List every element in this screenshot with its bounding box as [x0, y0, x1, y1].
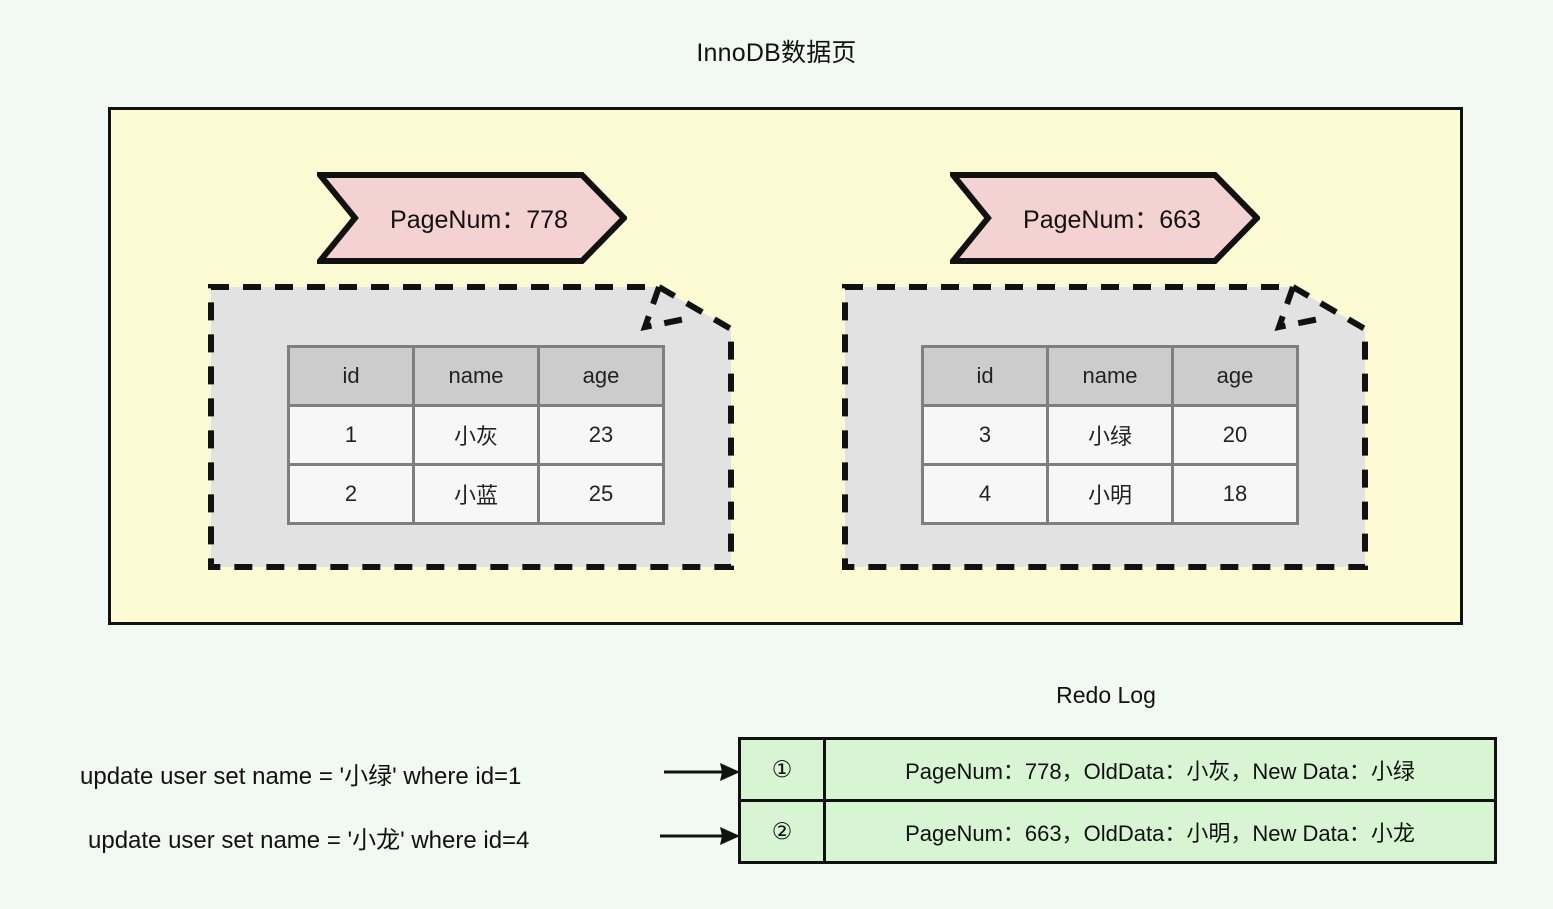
arrow-right-icon-1	[664, 760, 740, 784]
page-title: InnoDB数据页	[696, 39, 857, 67]
sql-statement-2: update user set name = '小龙' where id=4	[88, 814, 740, 860]
cell-id: 3	[921, 404, 1049, 466]
table-row: 2 小蓝 25	[287, 463, 665, 525]
pagenum-banner-778: PageNum：778	[317, 172, 627, 264]
redo-log-entry-1: PageNum：778，OldData：小灰，New Data：小绿	[823, 737, 1497, 802]
column-header-age: age	[537, 345, 665, 407]
cell-id: 4	[921, 463, 1049, 525]
pagenum-banner-663: PageNum：663	[950, 172, 1260, 264]
cell-name: 小蓝	[412, 463, 540, 525]
column-header-name: name	[1046, 345, 1174, 407]
chevron-right-banner-icon	[950, 172, 1260, 264]
pagenum-banner-label-778: PageNum：778	[390, 206, 568, 234]
column-header-id: id	[921, 345, 1049, 407]
cell-age: 25	[537, 463, 665, 525]
sql-statement-2-text: update user set name = '小龙' where id=4	[88, 826, 530, 854]
data-page-note-778: id name age 1 小灰 23 2 小蓝 25	[207, 283, 735, 571]
redo-log-title: Redo Log	[1056, 682, 1156, 708]
chevron-right-banner-icon	[317, 172, 627, 264]
pagenum-banner-label-663: PageNum：663	[1023, 206, 1201, 234]
redo-log-row: ① PageNum：778，OldData：小灰，New Data：小绿	[738, 737, 1497, 802]
cell-id: 1	[287, 404, 415, 466]
column-header-name: name	[412, 345, 540, 407]
cell-age: 18	[1171, 463, 1299, 525]
redo-log-seq-1: ①	[738, 737, 826, 802]
cell-age: 23	[537, 404, 665, 466]
table-header-row: id name age	[287, 345, 665, 407]
cell-age: 20	[1171, 404, 1299, 466]
cell-id: 2	[287, 463, 415, 525]
table-row: 3 小绿 20	[921, 404, 1299, 466]
table-row: 4 小明 18	[921, 463, 1299, 525]
redo-log-entry-2: PageNum：663，OldData：小明，New Data：小龙	[823, 799, 1497, 864]
cell-name: 小绿	[1046, 404, 1174, 466]
column-header-id: id	[287, 345, 415, 407]
record-table-663: id name age 3 小绿 20 4 小明 18	[921, 345, 1299, 525]
record-table-778: id name age 1 小灰 23 2 小蓝 25	[287, 345, 665, 525]
cell-name: 小明	[1046, 463, 1174, 525]
cell-name: 小灰	[412, 404, 540, 466]
sql-statement-1-text: update user set name = '小绿' where id=1	[80, 762, 522, 790]
sql-statement-1: update user set name = '小绿' where id=1	[80, 750, 740, 796]
data-page-note-663: id name age 3 小绿 20 4 小明 18	[841, 283, 1369, 571]
table-header-row: id name age	[921, 345, 1299, 407]
table-row: 1 小灰 23	[287, 404, 665, 466]
column-header-age: age	[1171, 345, 1299, 407]
arrow-right-icon-2	[660, 824, 740, 848]
redo-log-table: ① PageNum：778，OldData：小灰，New Data：小绿 ② P…	[738, 737, 1497, 864]
redo-log-seq-2: ②	[738, 799, 826, 864]
redo-log-row: ② PageNum：663，OldData：小明，New Data：小龙	[738, 799, 1497, 864]
